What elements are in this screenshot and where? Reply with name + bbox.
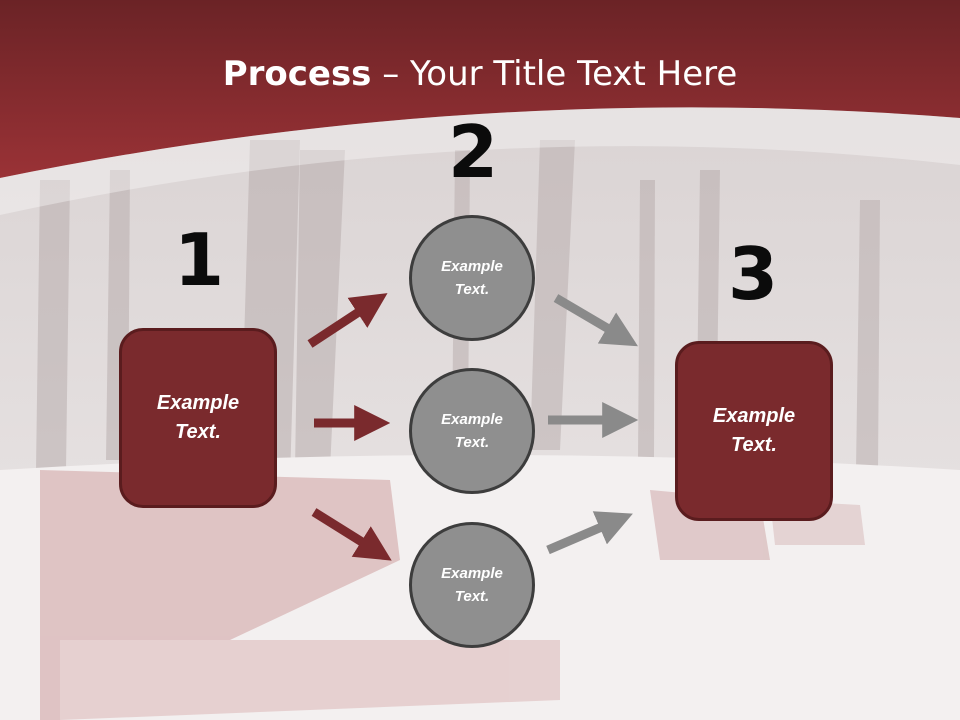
arrow-to-node-1 [307, 293, 388, 348]
step-1-box: Example Text. [119, 328, 277, 508]
step-1-text-line1: Example [156, 392, 240, 414]
step-3-text: Example Text. [694, 402, 814, 460]
arrow-to-node-3 [311, 508, 392, 561]
node-1-text-line2: Text. [454, 281, 490, 298]
step-1-text-line2: Text. [175, 421, 221, 443]
step-number-3: 3 [727, 232, 779, 316]
node-2-text-line1: Example [441, 411, 503, 428]
step-3-box: Example Text. [675, 341, 833, 521]
node-1-text: Example Text. [427, 255, 517, 301]
title-rest: – Your Title Text Here [371, 54, 738, 94]
step-1-text: Example Text. [138, 389, 258, 447]
step-3-text-line1: Example [712, 405, 796, 427]
node-3-text: Example Text. [427, 562, 517, 608]
arrow-from-node-3 [546, 511, 633, 555]
arrow-from-node-1 [553, 294, 638, 347]
node-3-text-line1: Example [441, 565, 503, 582]
node-2-circle: Example Text. [409, 368, 535, 494]
node-1-text-line1: Example [441, 258, 503, 275]
node-2-text-line2: Text. [454, 434, 490, 451]
step-3-text-line2: Text. [731, 434, 777, 456]
step-number-1: 1 [173, 218, 225, 302]
step-number-2: 2 [447, 110, 499, 194]
node-3-text-line2: Text. [454, 588, 490, 605]
slide-title: Process – Your Title Text Here [0, 52, 960, 96]
node-2-text: Example Text. [427, 408, 517, 454]
node-3-circle: Example Text. [409, 522, 535, 648]
node-1-circle: Example Text. [409, 215, 535, 341]
title-bold: Process [222, 54, 372, 94]
